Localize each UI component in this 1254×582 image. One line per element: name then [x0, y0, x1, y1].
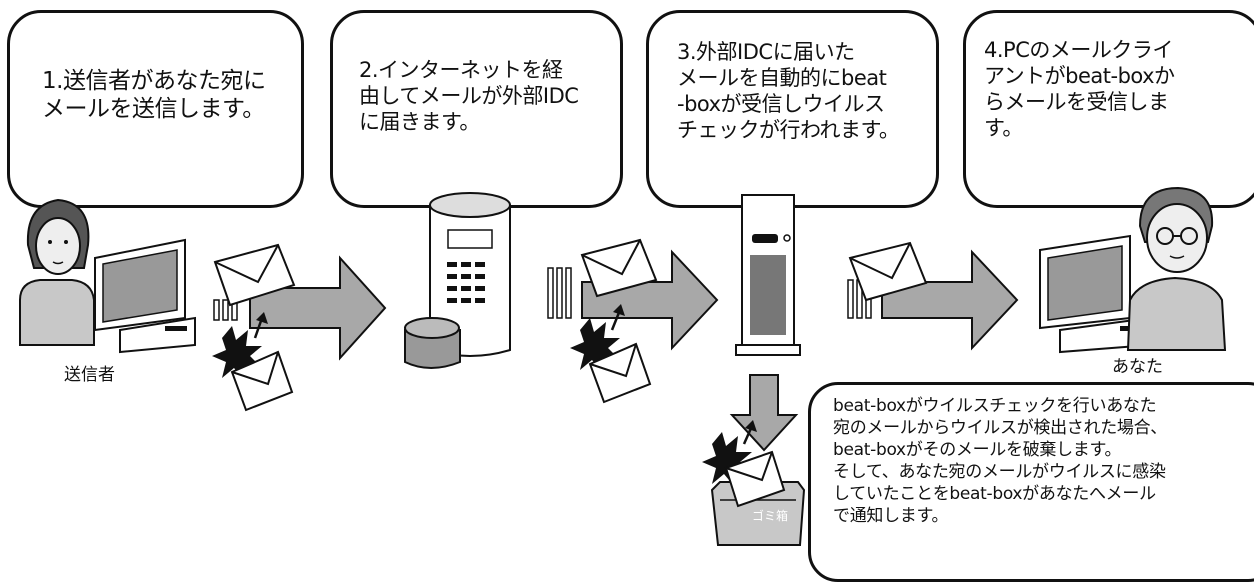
step-3-text: 3.外部IDCに届いた メールを自動的にbeat -boxが受信しウイルス チェ…: [677, 40, 900, 142]
arrow-right-icon: [581, 249, 719, 351]
step-3-bubble: 3.外部IDCに届いた メールを自動的にbeat -boxが受信しウイルス チェ…: [646, 10, 939, 208]
virus-envelope-icon: [702, 420, 786, 508]
person-recipient-icon: [1126, 186, 1227, 351]
step-1-text: 1.送信者があなた宛に メールを送信します。: [42, 68, 266, 122]
virus-detection-note: beat-boxがウイルスチェックを行いあなた 宛のメールからウイルスが検出され…: [808, 382, 1254, 582]
computer-icon: [94, 238, 196, 354]
arrow-right-icon: [249, 255, 387, 361]
envelope-icon: [848, 241, 928, 302]
step-1-bubble: 1.送信者があなた宛に メールを送信します。: [7, 10, 304, 208]
step-2-text: 2.インターネットを経 由してメールが外部IDC に届きます。: [359, 58, 579, 134]
envelope-icon: [580, 238, 658, 298]
note-text: beat-boxがウイルスチェックを行いあなた 宛のメールからウイルスが検出され…: [833, 396, 1167, 526]
virus-envelope-icon: [212, 312, 294, 412]
internet-server-icon: [404, 192, 511, 369]
beat-box-server-icon: [735, 194, 801, 356]
envelope-icon: [213, 243, 296, 307]
arrow-right-icon: [881, 249, 1019, 351]
step-4-text: 4.PCのメールクライ アントがbeat-boxか らメールを受信しま す。: [984, 38, 1175, 140]
sender-label: 送信者: [64, 365, 115, 385]
step-2-bubble: 2.インターネットを経 由してメールが外部IDC に届きます。: [330, 10, 623, 208]
person-sender-icon: [19, 198, 95, 346]
step-4-bubble: 4.PCのメールクライ アントがbeat-boxか らメールを受信しま す。: [963, 10, 1254, 208]
trash-label: ゴミ箱: [752, 508, 788, 523]
speed-lines: [547, 267, 572, 319]
arrow-down-icon: [729, 374, 799, 452]
diagram-art: ゴミ箱: [19, 186, 1227, 546]
recipient-label: あなた: [1112, 357, 1163, 377]
virus-envelope-icon: [570, 304, 652, 404]
